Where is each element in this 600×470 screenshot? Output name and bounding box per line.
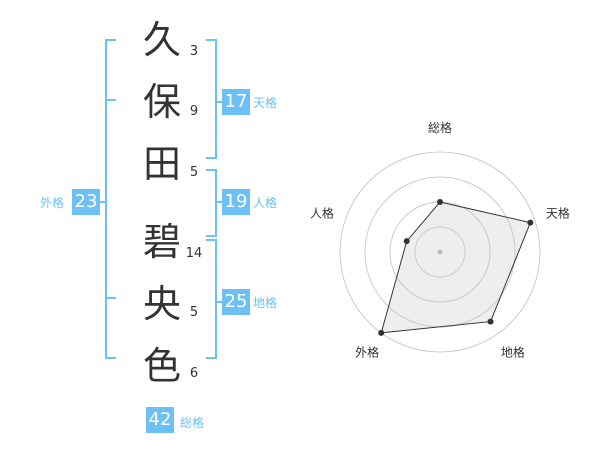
radar-label-1: 天格 xyxy=(546,206,570,221)
outer-bracket xyxy=(105,39,116,359)
stroke-count-3: 5 xyxy=(189,165,199,180)
tenkaku-badge: 17 xyxy=(222,89,250,115)
radar-label-2: 地格 xyxy=(501,344,525,359)
kanji-1: 久 xyxy=(142,18,181,62)
radar-ring-4 xyxy=(339,151,541,353)
soukaku-label: 総格 xyxy=(180,416,205,430)
radar-label-3: 外格 xyxy=(355,344,379,359)
stroke-count-6: 6 xyxy=(189,366,199,381)
radar-point-2 xyxy=(487,318,494,325)
chikaku-label: 地格 xyxy=(253,296,278,310)
jinkaku-label: 人格 xyxy=(253,196,278,210)
stroke-count-2: 9 xyxy=(189,104,199,119)
stroke-count-4: 14 xyxy=(185,246,203,261)
stroke-count-5: 5 xyxy=(189,305,199,320)
radar-point-4 xyxy=(403,238,410,245)
radar-ring-1 xyxy=(414,226,466,278)
soukaku-badge: 42 xyxy=(146,407,174,433)
kanji-5: 央 xyxy=(142,282,181,326)
radar-label-4: 人格 xyxy=(310,206,334,221)
kanji-4: 碧 xyxy=(142,220,181,264)
kanji-3: 田 xyxy=(142,142,181,186)
radar-area xyxy=(380,201,532,334)
radar-center xyxy=(437,249,443,255)
stroke-count-1: 3 xyxy=(189,44,199,59)
kanji-6: 色 xyxy=(142,344,181,388)
gaikaku-label: 外格 xyxy=(40,196,65,210)
radar-point-1 xyxy=(527,219,534,226)
kanji-2: 保 xyxy=(142,80,181,124)
radar-label-0: 総格 xyxy=(428,120,452,135)
jinkaku-badge: 19 xyxy=(222,189,250,215)
gaikaku-badge: 23 xyxy=(72,189,100,215)
chikaku-badge: 25 xyxy=(222,289,250,315)
radar-point-0 xyxy=(437,199,443,205)
tenkaku-bracket xyxy=(206,39,217,159)
radar-point-3 xyxy=(378,329,385,336)
chikaku-bracket xyxy=(206,239,217,359)
tenkaku-label: 天格 xyxy=(253,96,278,110)
